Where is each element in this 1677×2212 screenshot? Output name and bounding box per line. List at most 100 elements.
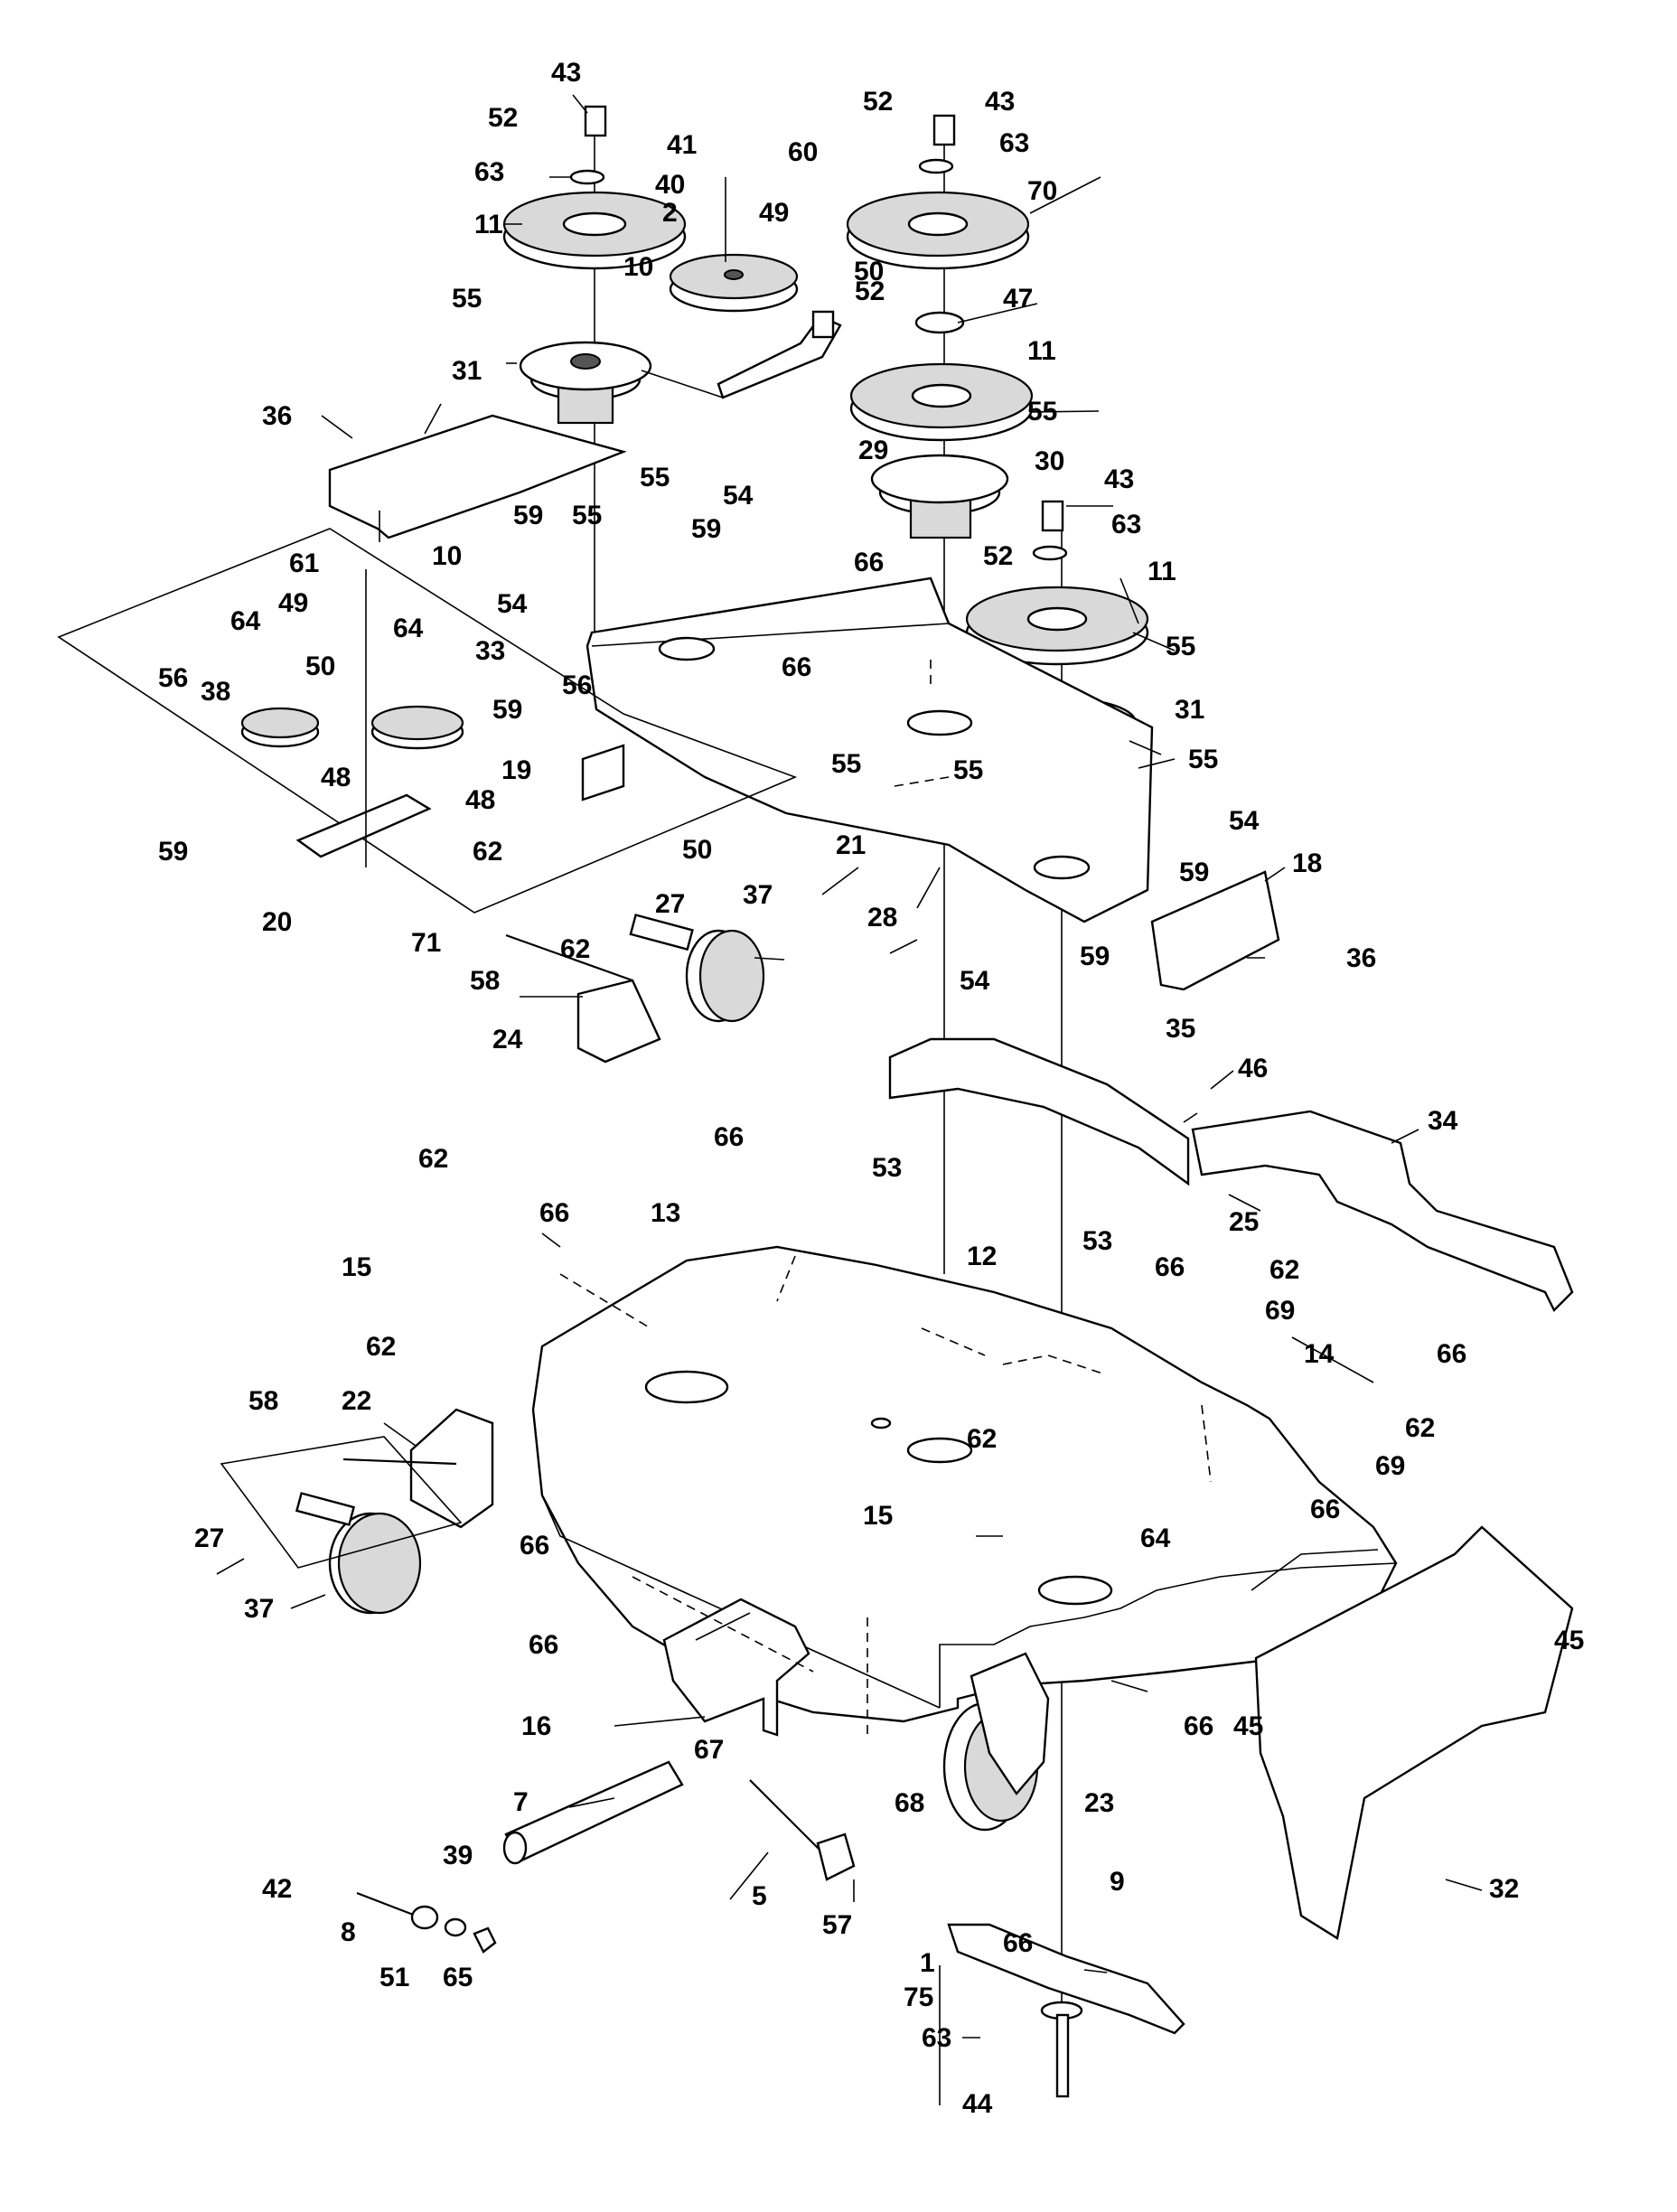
callout-22: 22	[342, 1386, 371, 1416]
callout-57: 57	[822, 1910, 852, 1940]
callout-47: 47	[1003, 284, 1033, 314]
left-spindle-assembly	[502, 105, 687, 633]
callout-34: 34	[1428, 1106, 1458, 1136]
callout-66c: 66	[714, 1122, 744, 1152]
callout-60: 60	[788, 137, 818, 167]
callout-55c: 55	[1166, 632, 1195, 661]
deck-top-plate	[586, 576, 1154, 923]
callout-62e: 62	[1405, 1413, 1435, 1443]
callout-31b: 31	[1175, 695, 1204, 725]
callout-66e: 66	[539, 1198, 569, 1228]
callout-55: 55	[452, 284, 482, 314]
callout-66d: 66	[1155, 1252, 1185, 1282]
callout-45b: 45	[1233, 1711, 1263, 1741]
callout-54: 54	[1229, 806, 1260, 836]
callout-52c: 52	[855, 276, 885, 306]
callout-55b: 55	[1027, 397, 1057, 426]
callout-66g: 66	[1310, 1495, 1340, 1524]
lift-link-5	[749, 1779, 856, 1881]
callout-35: 35	[1166, 1014, 1195, 1044]
callout-38: 38	[201, 677, 230, 707]
callout-37b: 37	[244, 1594, 274, 1624]
callout-59f: 59	[158, 837, 188, 867]
idler-pulley-bracket-assembly	[57, 528, 798, 914]
right-side-deflector-18	[1150, 870, 1280, 991]
callout-68: 68	[895, 1788, 924, 1818]
callout-66h: 66	[520, 1531, 549, 1561]
callout-55e: 55	[953, 755, 983, 785]
callout-64c: 64	[1140, 1523, 1171, 1553]
callout-27: 27	[655, 889, 685, 919]
phantom-lines	[559, 660, 1212, 1739]
callout-58: 58	[470, 966, 500, 996]
callout-11b: 11	[1027, 336, 1056, 366]
callout-69b: 69	[1375, 1451, 1405, 1481]
callout-59: 59	[1179, 858, 1209, 887]
callout-50c: 50	[305, 651, 335, 681]
callout-43c: 43	[1104, 464, 1134, 494]
callout-65: 65	[443, 1963, 473, 1992]
callout-11c: 11	[1148, 557, 1176, 586]
callout-15b: 15	[863, 1501, 893, 1531]
callout-67: 67	[694, 1735, 724, 1765]
callout-52: 52	[488, 103, 518, 133]
callout-41: 41	[667, 130, 697, 160]
callout-7: 7	[513, 1787, 529, 1817]
callout-52d: 52	[983, 541, 1013, 571]
callout-45: 45	[1554, 1626, 1584, 1655]
callout-75: 75	[904, 1982, 933, 2012]
front-caster-wheel-23	[942, 1652, 1050, 1832]
callout-62d: 62	[1269, 1255, 1299, 1285]
gauge-wheel-left-upper	[505, 914, 765, 1064]
callout-13: 13	[651, 1198, 680, 1228]
callout-64: 64	[230, 606, 261, 636]
callout-9: 9	[1110, 1867, 1125, 1897]
callout-11: 11	[474, 210, 503, 239]
callout-55g: 55	[640, 463, 670, 492]
callout-33: 33	[475, 636, 505, 666]
callout-30: 30	[1035, 446, 1064, 476]
callout-54b: 54	[960, 966, 990, 996]
callout-24: 24	[492, 1025, 523, 1054]
callout-23: 23	[1084, 1788, 1114, 1818]
callout-66i: 66	[529, 1630, 558, 1660]
callout-48b: 48	[465, 785, 495, 815]
callout-59e: 59	[492, 695, 522, 725]
leader-lines	[216, 94, 1483, 2105]
callout-36: 36	[262, 401, 292, 431]
callout-53: 53	[872, 1153, 902, 1183]
callout-63b: 63	[999, 128, 1029, 158]
callout-56b: 56	[562, 670, 592, 700]
callout-63: 63	[474, 157, 504, 187]
callout-25: 25	[1229, 1207, 1259, 1237]
gauge-wheel-left-lower	[220, 1408, 494, 1615]
callout-56: 56	[158, 663, 188, 693]
callout-10: 10	[623, 252, 653, 282]
callout-39: 39	[443, 1841, 473, 1870]
callout-46: 46	[1238, 1054, 1268, 1083]
callout-59d: 59	[691, 514, 721, 544]
callout-66: 66	[854, 548, 884, 577]
callout-31: 31	[452, 356, 482, 386]
callout-2: 2	[662, 198, 678, 228]
callout-55d: 55	[1188, 745, 1218, 774]
callout-66j: 66	[1184, 1711, 1213, 1741]
callout-32: 32	[1489, 1874, 1519, 1904]
callout-58b: 58	[248, 1386, 278, 1416]
callout-62f: 62	[366, 1332, 396, 1362]
callout-64b: 64	[393, 614, 424, 643]
callout-63c: 63	[1111, 510, 1141, 539]
callout-42: 42	[262, 1874, 292, 1904]
callout-66k: 66	[1003, 1928, 1033, 1958]
callout-61: 61	[289, 548, 319, 578]
rear-bracket-16	[662, 1598, 810, 1737]
callout-27b: 27	[194, 1523, 224, 1553]
callout-44: 44	[962, 2089, 993, 2119]
callout-10b: 10	[432, 541, 462, 571]
callout-49b: 49	[278, 588, 308, 618]
callout-21: 21	[836, 830, 866, 860]
callout-labels: 43 52 63 11 55 31 36 41 40 2 60 49 50 10…	[158, 58, 1584, 2119]
callout-43b: 43	[985, 87, 1015, 117]
callout-71: 71	[411, 928, 441, 958]
callout-53b: 53	[1082, 1226, 1112, 1256]
